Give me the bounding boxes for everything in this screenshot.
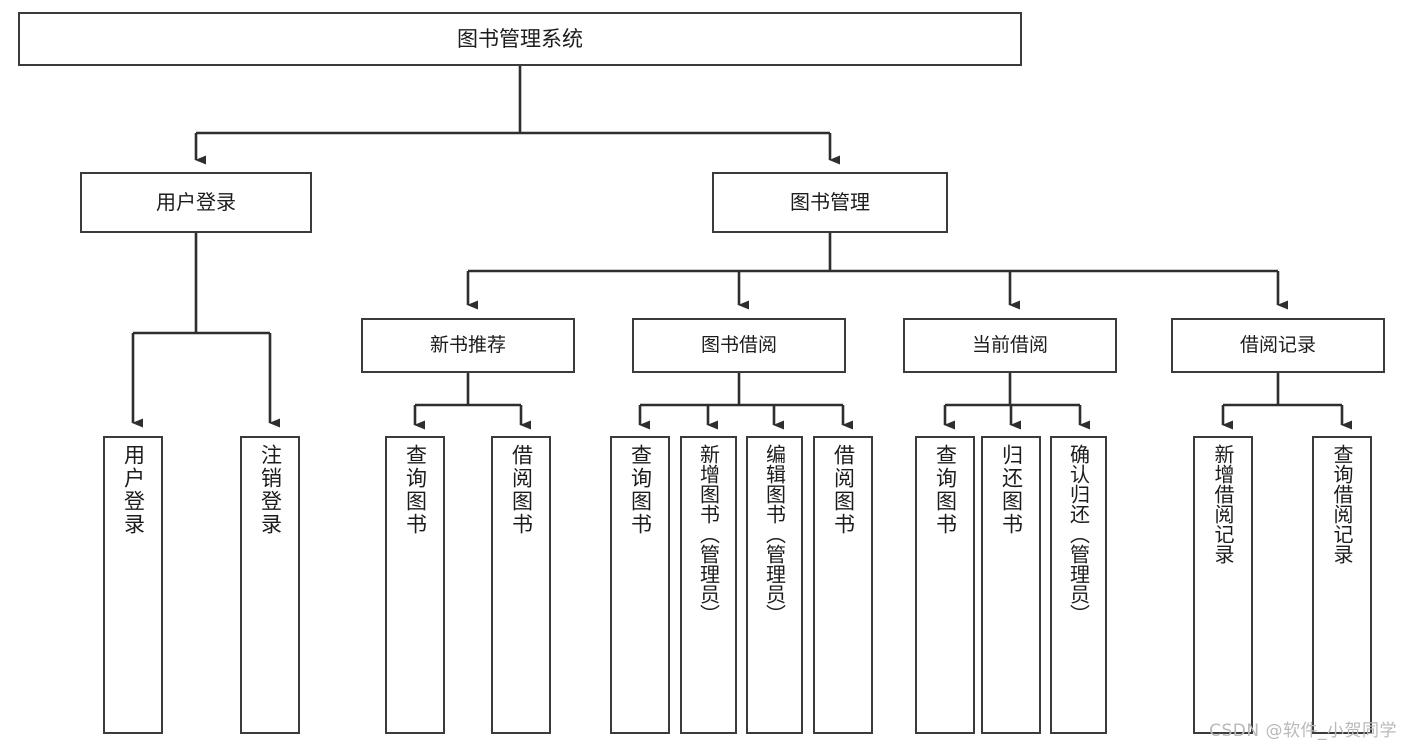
node-label: 当前借阅 [971, 334, 1048, 357]
node-label: 查询图书 [403, 444, 428, 536]
leaf-current-borrow-query[interactable]: 查询图书 [915, 436, 975, 734]
leaf-new-book-query[interactable]: 查询图书 [385, 436, 445, 734]
node-borrow-record[interactable]: 借阅记录 [1171, 318, 1385, 373]
leaf-book-borrow-query[interactable]: 查询图书 [610, 436, 670, 734]
leaf-new-book-borrow[interactable]: 借阅图书 [491, 436, 551, 734]
node-label: 查询图书 [628, 444, 653, 536]
node-label: 图书管理 [790, 189, 870, 214]
node-label: 借阅记录 [1239, 334, 1316, 357]
leaf-user-login-login[interactable]: 用户登录 [103, 436, 163, 734]
leaf-borrow-record-add[interactable]: 新增借阅记录 [1193, 436, 1253, 734]
leaf-book-borrow-add[interactable]: 新增图书（管理员） [680, 436, 737, 734]
node-label: 用户登录 [156, 189, 236, 214]
node-label: 图书借阅 [700, 334, 777, 357]
leaf-current-borrow-return[interactable]: 归还图书 [981, 436, 1041, 734]
leaf-current-borrow-confirm-return[interactable]: 确认归还（管理员） [1050, 436, 1107, 734]
leaf-book-borrow-borrow[interactable]: 借阅图书 [813, 436, 873, 734]
node-label: 图书管理系统 [457, 26, 583, 51]
node-label: 编辑图书（管理员） [762, 444, 787, 624]
node-label: 查询借阅记录 [1330, 444, 1354, 564]
leaf-book-borrow-edit[interactable]: 编辑图书（管理员） [746, 436, 803, 734]
node-label: 归还图书 [999, 444, 1024, 536]
node-label: 借阅图书 [509, 444, 534, 536]
node-label: 确认归还（管理员） [1066, 444, 1091, 624]
node-label: 查询图书 [933, 444, 958, 536]
node-book-management-system[interactable]: 图书管理系统 [18, 12, 1022, 66]
node-label: 新增图书（管理员） [696, 444, 721, 624]
csdn-watermark: CSDN @软件_小贺同学 [1209, 721, 1397, 741]
node-book-borrow[interactable]: 图书借阅 [632, 318, 846, 373]
node-label: 新增借阅记录 [1211, 444, 1235, 564]
node-new-book-recommend[interactable]: 新书推荐 [361, 318, 575, 373]
leaf-user-login-logout[interactable]: 注销登录 [240, 436, 300, 734]
node-label: 用户登录 [121, 444, 146, 536]
node-label: 借阅图书 [831, 444, 856, 536]
node-user-login[interactable]: 用户登录 [80, 172, 312, 233]
node-label: 注销登录 [258, 444, 283, 536]
leaf-borrow-record-query[interactable]: 查询借阅记录 [1312, 436, 1372, 734]
node-book-management[interactable]: 图书管理 [712, 172, 948, 233]
node-label: 新书推荐 [429, 334, 506, 357]
node-current-borrow[interactable]: 当前借阅 [903, 318, 1117, 373]
